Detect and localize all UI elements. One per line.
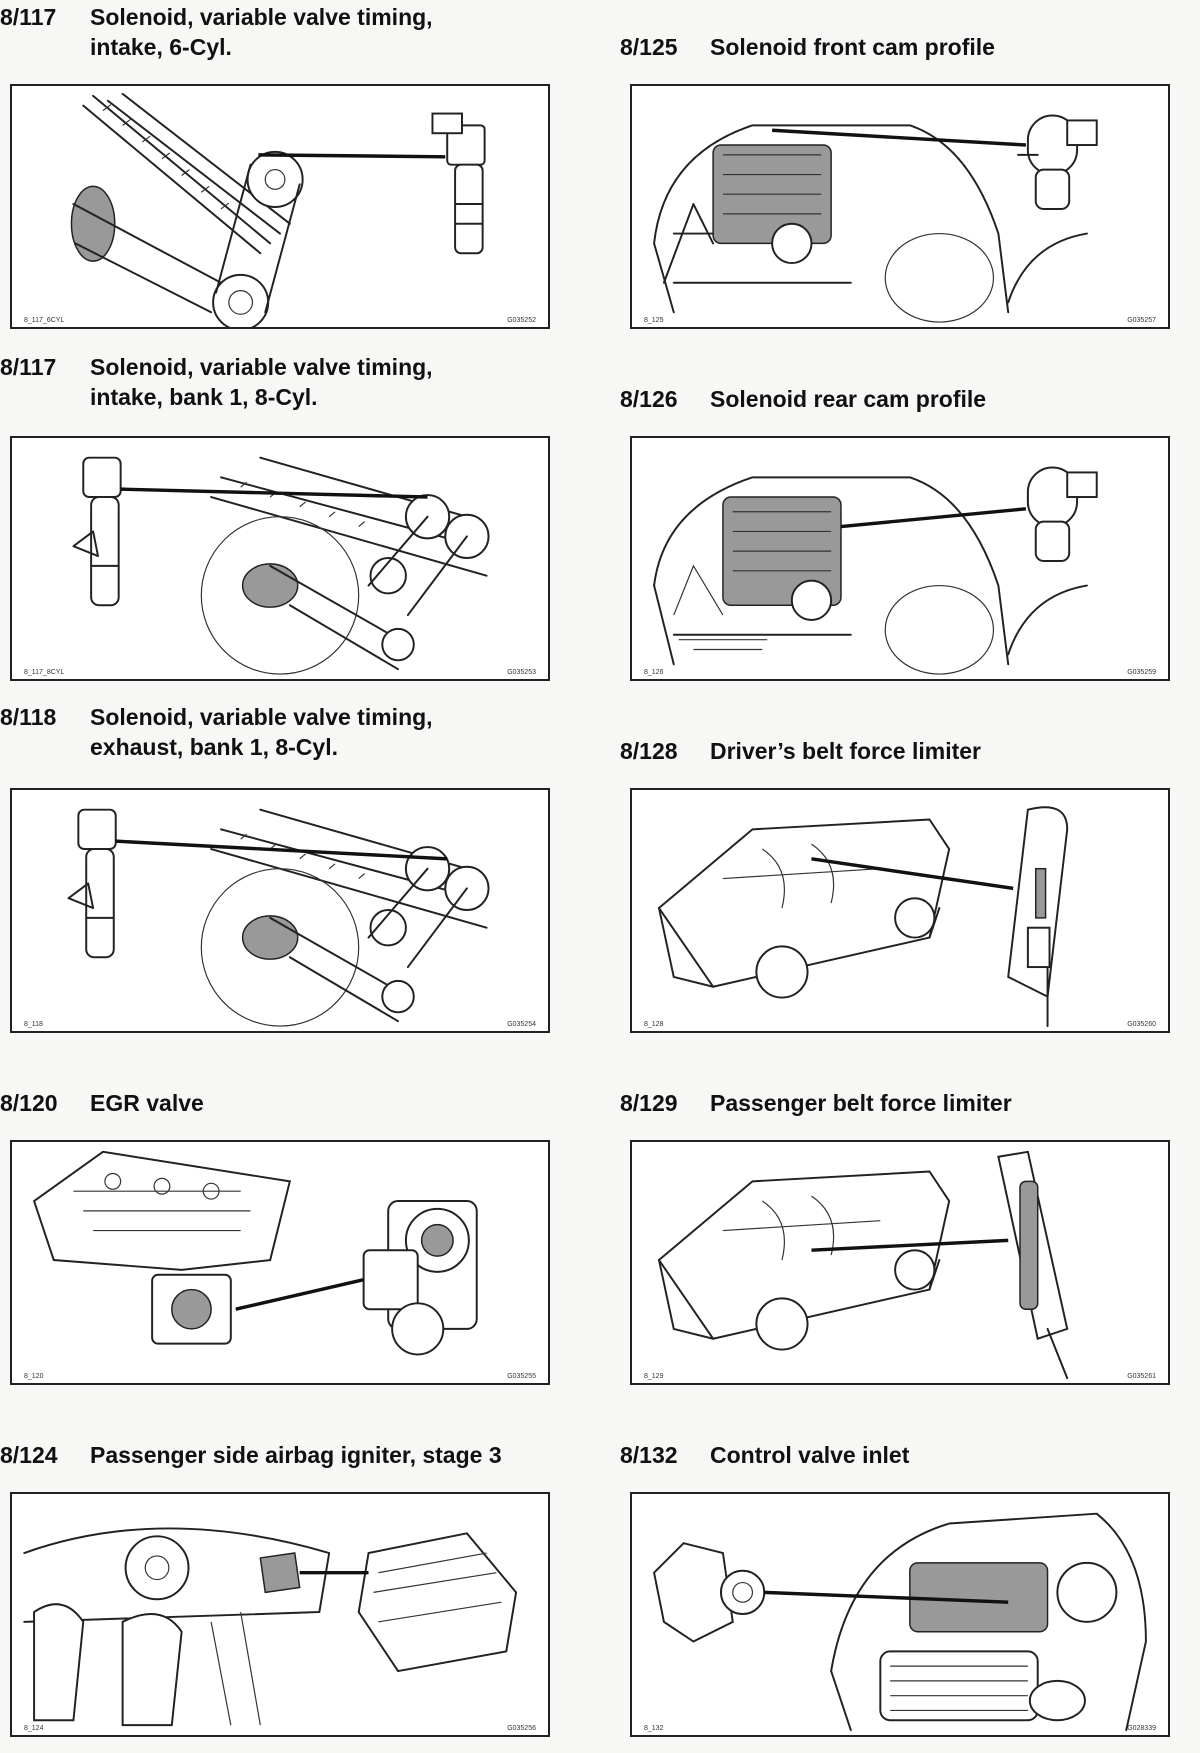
entry-heading: 8/129 Passenger belt force limiter [620,1088,1180,1118]
figure-rear-cam-solenoid: 8_126 G035259 [630,436,1170,681]
figure-ref-left: 8_125 [644,317,664,324]
entry-code: 8/129 [620,1090,678,1116]
figure-passenger-belt-force-limiter: 8_129 G035261 [630,1140,1170,1385]
entry-title: Solenoid, variable valve timing, exhaust… [90,704,433,760]
entry-code: 8/128 [620,738,678,764]
figure-ref-right: G035260 [1127,1021,1156,1028]
entry-heading: 8/118 Solenoid, variable valve timing, e… [0,702,560,762]
figure-ref-right: G035254 [507,1021,536,1028]
entry-title: Solenoid rear cam profile [710,386,987,412]
entry-title: Passenger belt force limiter [710,1090,1012,1116]
entry-title: Passenger side airbag igniter, stage 3 [90,1442,502,1468]
figure-camshaft-solenoid-6cyl: 8_117_6CYL G035252 [10,84,550,329]
entry-code: 8/132 [620,1442,678,1468]
entry-heading: 8/117 Solenoid, variable valve timing, i… [0,352,560,412]
engine-bay-drawing [653,1512,1147,1732]
entry-title: Driver’s belt force limiter [710,738,981,764]
entry-heading: 8/117 Solenoid, variable valve timing, i… [0,2,560,62]
figure-passenger-airbag-igniter: 8_124 G035256 [10,1492,550,1737]
entry-heading: 8/120 EGR valve [0,1088,560,1118]
figure-exhaust-solenoid-8cyl: 8_118 G035254 [10,788,550,1033]
figure-ref-right: G035261 [1127,1373,1156,1380]
v8-timing-drawing [67,808,490,1027]
figure-ref-left: 8_132 [644,1725,664,1732]
car-engine-drawing [653,114,1098,323]
entry-code: 8/118 [0,704,57,730]
figure-front-cam-solenoid: 8_125 G035257 [630,84,1170,329]
egr-valve-drawing [32,1150,478,1356]
car-engine-drawing [653,466,1098,675]
car-interior-drawing [658,806,1069,1028]
figure-ref-left: 8_117_8CYL [24,669,65,676]
figure-ref-left: 8_126 [644,669,664,676]
entry-code: 8/125 [620,34,678,60]
figure-ref-left: 8_128 [644,1021,664,1028]
figure-ref-right: G028339 [1127,1725,1156,1732]
entry-title: Solenoid, variable valve timing, intake,… [90,354,433,410]
entry-title: Control valve inlet [710,1442,910,1468]
figure-ref-left: 8_118 [24,1021,43,1028]
entry-code: 8/120 [0,1090,58,1116]
entry-heading: 8/126 Solenoid rear cam profile [620,384,1180,414]
figure-ref-right: G035259 [1127,669,1156,676]
figure-ref-left: 8_124 [24,1725,44,1732]
figure-ref-right: G035255 [507,1373,536,1380]
figure-ref-right: G035256 [507,1725,536,1732]
v8-timing-drawing [72,456,490,675]
figure-ref-left: 8_129 [644,1373,664,1380]
figure-ref-right: G035252 [507,317,536,324]
figure-intake-solenoid-8cyl: 8_117_8CYL G035253 [10,436,550,681]
camshaft-drawing [70,92,486,327]
figure-driver-belt-force-limiter: 8_128 G035260 [630,788,1170,1033]
figure-control-valve-inlet: 8_132 G028339 [630,1492,1170,1737]
figure-ref-right: G035253 [507,669,536,676]
entry-code: 8/117 [0,4,57,30]
entry-code: 8/124 [0,1442,58,1468]
airbag-dashboard-drawing [23,1527,518,1727]
entry-heading: 8/125 Solenoid front cam profile [620,32,1180,62]
entry-code: 8/117 [0,354,57,380]
entry-title: Solenoid, variable valve timing, intake,… [90,4,433,60]
entry-heading: 8/128 Driver’s belt force limiter [620,736,1180,766]
entry-title: EGR valve [90,1090,204,1116]
entry-heading: 8/124 Passenger side airbag igniter, sta… [0,1440,560,1470]
figure-ref-left: 8_120 [24,1373,44,1380]
entry-title: Solenoid front cam profile [710,34,995,60]
entry-code: 8/126 [620,386,678,412]
entry-heading: 8/132 Control valve inlet [620,1440,1180,1470]
figure-ref-right: G035257 [1127,317,1156,324]
figure-ref-left: 8_117_6CYL [24,317,65,324]
car-interior-drawing [658,1150,1069,1380]
figure-egr-valve: 8_120 G035255 [10,1140,550,1385]
